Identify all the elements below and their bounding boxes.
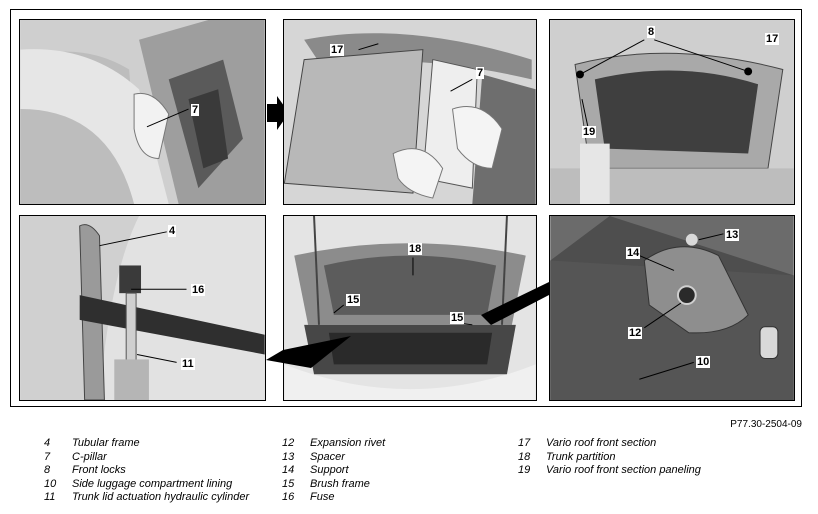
figure-code: P77.30-2504-09 [730,419,802,430]
hydraulic-cylinder-illustration [20,216,265,400]
callout-10: 10 [696,356,711,368]
callout-7: 7 [191,104,200,116]
roof-section-illustration [284,20,536,204]
callout-17: 17 [330,44,345,56]
callout-16: 16 [191,284,206,296]
callout-14: 14 [626,247,641,259]
illustration-frame: 7 17 7 [10,9,802,407]
panel-trunk-partition: 18 15 15 [283,215,537,401]
callout-4: 4 [168,225,177,237]
side-lining-illustration [550,216,794,400]
arrow-right-icon [267,96,289,130]
callout-15: 15 [450,312,465,324]
callout-8: 8 [647,26,656,38]
callout-13: 13 [725,229,740,241]
panel-front-locks: 8 17 19 [549,19,795,205]
panel-hydraulic-cylinder: 4 16 11 [19,215,266,401]
callout-7: 7 [476,67,485,79]
callout-17: 17 [765,33,780,45]
c-pillar-illustration [20,20,265,204]
callout-15: 15 [346,294,361,306]
panel-roof-section: 17 7 [283,19,537,205]
callout-12: 12 [628,327,643,339]
panel-side-lining: 13 14 12 10 [549,215,795,401]
callout-11: 11 [181,358,195,370]
callout-18: 18 [408,243,423,255]
callout-19: 19 [582,126,597,138]
panel-c-pillar: 7 [19,19,266,205]
front-locks-illustration [550,20,794,204]
